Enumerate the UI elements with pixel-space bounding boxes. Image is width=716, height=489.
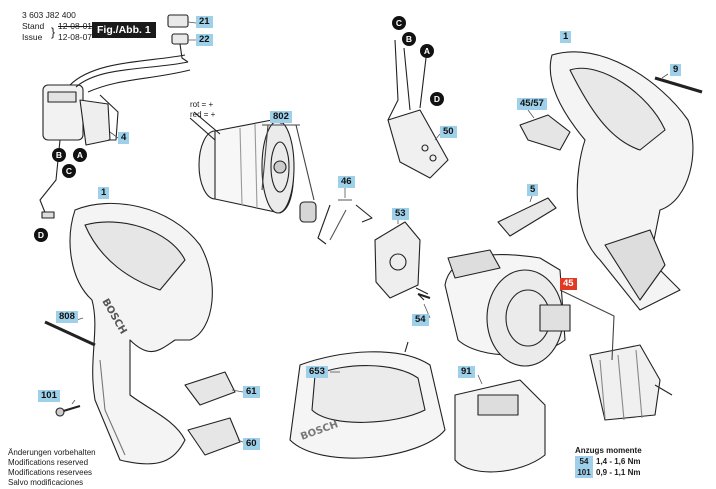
part-label-50: 50: [440, 126, 457, 138]
battery-drawing: [454, 379, 546, 473]
charger-drawing: [289, 341, 446, 459]
issue-date: 12-08-07: [58, 32, 93, 42]
part-label-9: 9: [670, 64, 682, 76]
doc-number: 3 603 J82 400: [22, 10, 76, 20]
torque-title: Anzugs momente: [575, 446, 642, 455]
stand-label: Stand: [22, 21, 45, 31]
part-label-61: 61: [243, 386, 260, 398]
housing-left-drawing: [69, 202, 213, 465]
connector-c-left: C: [62, 164, 76, 178]
part-label-45: 45: [560, 278, 577, 290]
connector-a-top: A: [420, 44, 434, 58]
note-line: Salvo modificaciones: [8, 478, 84, 487]
part-label-101: 101: [38, 390, 60, 402]
torque-row: 54 1,4 - 1,6 Nm: [575, 456, 642, 467]
torque-table: Anzugs momente 54 1,4 - 1,6 Nm 101 0,9 -…: [575, 445, 642, 478]
part-label-91: 91: [458, 366, 475, 378]
switch-unit-drawing: [39, 54, 191, 219]
connector-drawing: [167, 14, 189, 63]
header-brace: }: [51, 25, 56, 39]
connector-a-left: A: [73, 148, 87, 162]
housing-right-drawing: [549, 51, 694, 311]
torque-part: 101: [575, 467, 593, 478]
part-label-46: 46: [338, 176, 355, 188]
part-label-45-57: 45/57: [517, 98, 547, 110]
part-label-1: 1: [560, 31, 572, 43]
connector-c-top: C: [392, 16, 406, 30]
note-line: Modifications reserved: [8, 458, 89, 467]
connector-d-top: D: [430, 92, 444, 106]
part-label-1-left: 1: [98, 187, 110, 199]
brush-plate-drawing: [374, 221, 429, 301]
torque-value: 0,9 - 1,1 Nm: [596, 468, 641, 477]
torque-value: 1,4 - 1,6 Nm: [596, 457, 641, 466]
wire-legend-line: rot = +: [190, 100, 214, 109]
stand-date: 12-08-01: [58, 21, 93, 31]
wire-legend-line: red = +: [190, 110, 216, 119]
issue-label: Issue: [22, 32, 43, 42]
part-label-22: 22: [196, 34, 213, 46]
note-line: Änderungen vorbehalten: [8, 448, 96, 457]
wire-legend: rot = + red = +: [190, 100, 215, 120]
torque-part: 54: [575, 456, 593, 467]
chuck-drawing: [589, 344, 673, 421]
modifications-note: Änderungen vorbehalten Modifications res…: [8, 448, 96, 488]
part-label-5: 5: [527, 184, 539, 196]
part-label-653: 653: [306, 366, 328, 378]
part-label-808: 808: [56, 311, 78, 323]
part-label-53: 53: [392, 208, 409, 220]
part-label-4: 4: [118, 132, 130, 144]
figure-label: Fig./Abb. 1: [92, 22, 156, 38]
gearbox-drawing: [444, 249, 571, 367]
part-label-54: 54: [412, 314, 429, 326]
part-label-802: 802: [270, 111, 292, 123]
spring-clips-drawing: [317, 199, 373, 245]
part-label-21: 21: [196, 16, 213, 28]
connector-d-left: D: [34, 228, 48, 242]
torque-row: 101 0,9 - 1,1 Nm: [575, 467, 642, 478]
note-line: Modifications reservees: [8, 468, 93, 477]
connector-b-left: B: [52, 148, 66, 162]
electronics-board-drawing: [387, 39, 449, 179]
connector-b-top: B: [402, 32, 416, 46]
part-label-60: 60: [243, 438, 260, 450]
